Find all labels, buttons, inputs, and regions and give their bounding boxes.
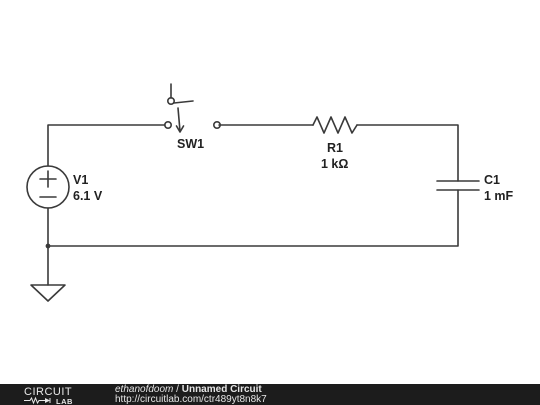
voltage-source-v1[interactable] [26, 165, 70, 209]
footer-bar: CIRCUIT LAB ethanofdoom / Unnamed Circui… [0, 384, 540, 405]
footer-info: ethanofdoom / Unnamed Circuit http://cir… [115, 385, 267, 405]
circuit-title: Unnamed Circuit [181, 384, 262, 395]
wire-bottom [47, 189, 459, 247]
label-r1-name: R1 [327, 141, 343, 155]
logo-diode-icon [45, 398, 50, 403]
circuit-url[interactable]: http://circuitlab.com/ctr489yt8n8k7 [115, 394, 267, 405]
logo-text-top: CIRCUIT [24, 386, 72, 398]
capacitor-c1[interactable] [436, 180, 480, 191]
schematic-svg: V1 6.1 V SW1 R1 1 kΩ C1 1 mF [26, 83, 514, 302]
wire-resistor-capacitor [356, 124, 459, 182]
label-v1-value: 6.1 V [73, 189, 103, 203]
circuitlab-logo[interactable]: CIRCUIT LAB [6, 385, 114, 405]
author-link[interactable]: ethanofdoom [115, 384, 174, 395]
resistor-r1[interactable] [312, 116, 358, 134]
footer-title-row: ethanofdoom / Unnamed Circuit [115, 385, 267, 395]
label-sw1-name: SW1 [177, 137, 204, 151]
label-c1-name: C1 [484, 173, 500, 187]
switch-sw1[interactable] [164, 83, 222, 133]
wires [45, 124, 459, 286]
ground-symbol [30, 284, 66, 302]
label-c1-value: 1 mF [484, 189, 514, 203]
label-r1-value: 1 kΩ [321, 157, 348, 171]
wire-left-top [47, 124, 166, 167]
label-v1-name: V1 [73, 173, 88, 187]
title-separator: / [173, 384, 182, 395]
junction-dot [45, 243, 51, 249]
logo-resistor-icon [24, 396, 42, 405]
logo-text-bottom: LAB [56, 397, 73, 405]
schematic-canvas: V1 6.1 V SW1 R1 1 kΩ C1 1 mF [26, 83, 514, 302]
